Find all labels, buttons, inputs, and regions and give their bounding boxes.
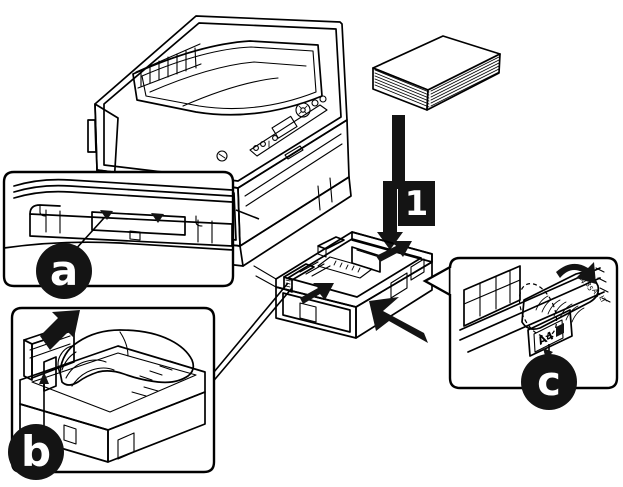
detail-box-c: A4 A4 B5 A5 LT (422, 256, 619, 390)
detail-box-b (10, 306, 216, 474)
close-tray-arrow (369, 297, 428, 343)
dial-size-value: A4 (536, 329, 556, 348)
control-panel-with-lcd (216, 95, 328, 162)
insert-paper-arrow (377, 115, 405, 250)
guide-adjust-arrow-rear (376, 241, 412, 262)
callout-label-b: b (8, 424, 64, 480)
callout-label-a: a (36, 243, 92, 299)
svg-text:A5: A5 (590, 287, 601, 299)
step-number-badge: 1 (398, 181, 435, 226)
svg-text:B5: B5 (583, 280, 594, 292)
pull-out-paper-tray (253, 231, 433, 339)
paper-ream (372, 35, 501, 111)
guide-adjust-arrow-side (300, 283, 334, 304)
svg-text:LT: LT (597, 294, 608, 305)
callout-label-c: c (521, 354, 577, 410)
